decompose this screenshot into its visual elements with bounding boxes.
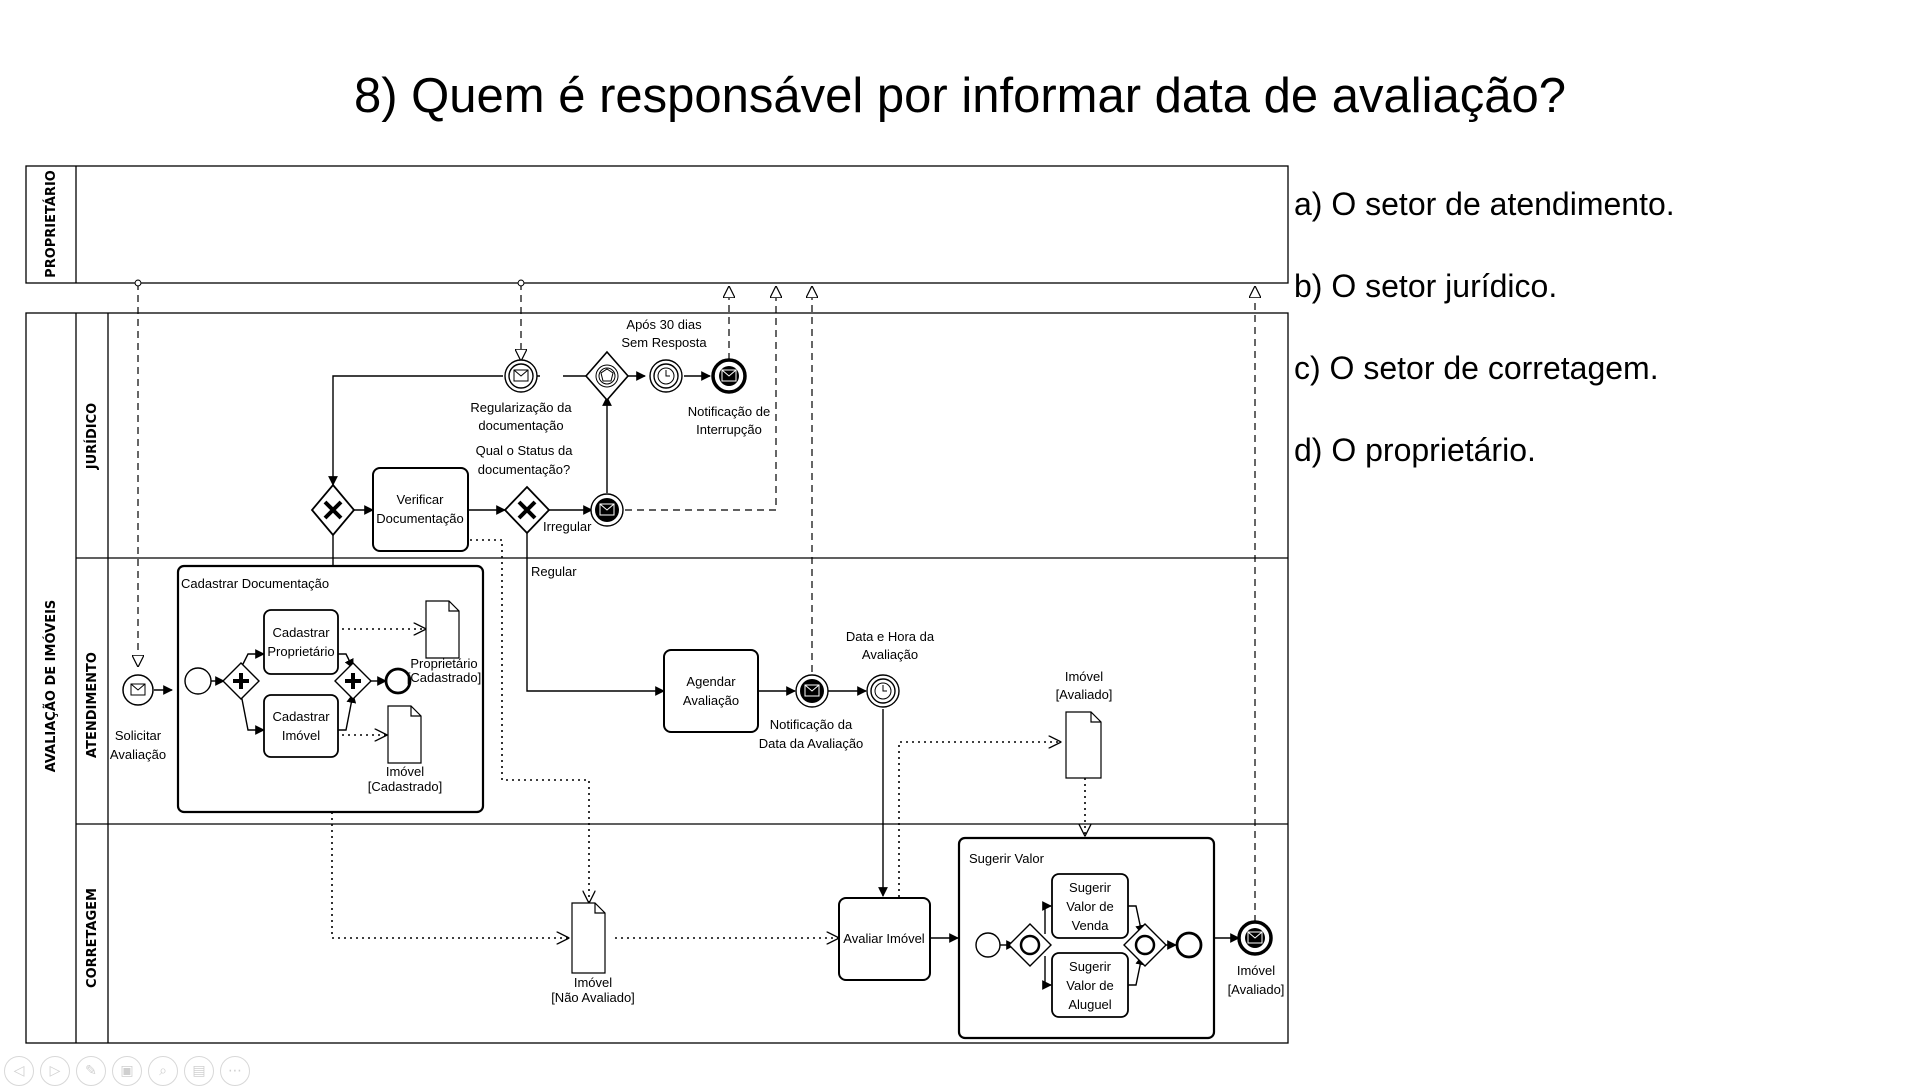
svg-text:Documentação: Documentação: [376, 511, 463, 526]
option-d: d) O proprietário.: [1294, 432, 1536, 468]
subprocess-cadastrar: [176, 564, 485, 814]
svg-text:Proprietário: Proprietário: [267, 644, 334, 659]
svg-text:Imóvel: Imóvel: [574, 975, 612, 990]
pen-icon[interactable]: ✎: [76, 1056, 106, 1086]
doc-imovel-avaliado-icon: [1065, 711, 1102, 779]
slideshow-toolbar: ◁ ▷ ✎ ▣ ⌕ ▤ ⋯: [4, 1056, 250, 1086]
inclusive-gateway-split: [1008, 923, 1052, 967]
start-event-label-1: Solicitar: [115, 728, 162, 743]
slide-title: 8) Quem é responsável por informar data …: [353, 69, 1567, 123]
svg-text:Regularização da: Regularização da: [470, 400, 572, 415]
lane-label-corretagem: CORRETAGEM: [85, 888, 100, 988]
bpmn-diagram: PROPRIETÁRIO AVALIAÇÃO DE IMÓVEIS JURÍDI…: [25, 165, 1289, 1044]
doc-proprietario-icon: [425, 600, 460, 659]
subprocess-sugerir-valor: [957, 836, 1216, 1040]
svg-text:Imóvel: Imóvel: [282, 728, 320, 743]
svg-text:[Avaliado]: [Avaliado]: [1056, 687, 1113, 702]
parallel-gateway-split: [222, 662, 260, 700]
svg-text:Cadastrar: Cadastrar: [272, 625, 330, 640]
subprocess-cadastrar-label: Cadastrar Documentação: [181, 576, 329, 591]
svg-text:Data e Hora da: Data e Hora da: [846, 629, 935, 644]
doc-imovel-cadastrado-icon: [387, 705, 422, 764]
svg-text:Sugerir: Sugerir: [1069, 880, 1112, 895]
svg-text:Valor de: Valor de: [1066, 978, 1113, 993]
timer-event-30-dias: [649, 359, 683, 393]
task-agendar-avaliacao: [663, 649, 759, 733]
answer-options: a) O setor de atendimento. b) O setor ju…: [1294, 182, 1675, 510]
gateway-question-1: Qual o Status da: [476, 443, 574, 458]
svg-text:[Cadastrado]: [Cadastrado]: [368, 779, 442, 794]
sugerir-end-event: [1175, 931, 1203, 959]
exclusive-gateway-status: [503, 485, 551, 535]
end-message-event-interrupcao: [711, 358, 747, 394]
pool-label-main: AVALIAÇÃO DE IMÓVEIS: [43, 600, 59, 773]
subtitle-icon[interactable]: ▤: [184, 1056, 214, 1086]
svg-text:Interrupção: Interrupção: [696, 422, 762, 437]
sub-end-event: [384, 667, 412, 695]
doc-imovel-nao-avaliado-icon: [571, 902, 606, 974]
task-cadastrar-proprietario: [263, 609, 339, 675]
pool-label-owner: PROPRIETÁRIO: [43, 170, 59, 278]
inclusive-gateway-join: [1123, 923, 1167, 967]
event-based-gateway: [584, 350, 630, 402]
more-icon[interactable]: ⋯: [220, 1056, 250, 1086]
lane-label-juridico: JURÍDICO: [84, 403, 100, 470]
throw-message-event-irregular: [590, 493, 624, 527]
svg-text:Sem Resposta: Sem Resposta: [621, 335, 707, 350]
catch-message-event-regularizacao: [504, 359, 538, 393]
parallel-gateway-join: [334, 662, 372, 700]
play-icon[interactable]: ▷: [40, 1056, 70, 1086]
option-c: c) O setor de corretagem.: [1294, 350, 1659, 386]
task-sugerir-valor-aluguel: [1051, 952, 1129, 1018]
svg-text:Aluguel: Aluguel: [1068, 997, 1111, 1012]
svg-text:Avaliação: Avaliação: [683, 693, 739, 708]
svg-text:Verificar: Verificar: [397, 492, 445, 507]
svg-text:Agendar: Agendar: [686, 674, 736, 689]
svg-text:Venda: Venda: [1072, 918, 1110, 933]
gateway-question-2: documentação?: [478, 462, 571, 477]
svg-text:Data da Avaliação: Data da Avaliação: [759, 736, 864, 751]
svg-text:Imóvel: Imóvel: [386, 764, 424, 779]
task-sugerir-valor-venda: [1051, 873, 1129, 939]
flow-label-irregular: Irregular: [543, 519, 592, 534]
slides-icon[interactable]: ▣: [112, 1056, 142, 1086]
svg-text:[Cadastrado]: [Cadastrado]: [407, 670, 481, 685]
end-message-event-imovel-avaliado: [1237, 920, 1273, 956]
svg-text:Notificação da: Notificação da: [770, 717, 853, 732]
subprocess-sugerir-label: Sugerir Valor: [969, 851, 1045, 866]
svg-text:[Não Avaliado]: [Não Avaliado]: [551, 990, 635, 1005]
task-avaliar-imovel: [838, 897, 931, 981]
svg-text:Cadastrar: Cadastrar: [272, 709, 330, 724]
svg-text:Imóvel: Imóvel: [1065, 669, 1103, 684]
sub-start-event: [184, 667, 212, 695]
throw-message-event-notificacao-data: [795, 674, 829, 708]
svg-text:Notificação de: Notificação de: [688, 404, 770, 419]
start-event-label-2: Avaliação: [110, 747, 166, 762]
pool-avaliacao: [25, 312, 1289, 1044]
svg-text:documentação: documentação: [478, 418, 563, 433]
svg-text:[Avaliado]: [Avaliado]: [1228, 982, 1285, 997]
svg-text:Imóvel: Imóvel: [1237, 963, 1275, 978]
task-cadastrar-imovel: [263, 694, 339, 758]
svg-text:Proprietário: Proprietário: [410, 656, 477, 671]
option-b: b) O setor jurídico.: [1294, 268, 1558, 304]
exclusive-gateway-merge: [310, 483, 356, 537]
svg-text:Avaliar Imóvel: Avaliar Imóvel: [843, 931, 925, 946]
start-message-event: [122, 674, 154, 706]
pool-proprietario: [25, 165, 1289, 284]
prev-icon[interactable]: ◁: [4, 1056, 34, 1086]
svg-text:Sugerir: Sugerir: [1069, 959, 1112, 974]
task-verificar-documentacao: [372, 467, 469, 552]
lane-label-atendimento: ATENDIMENTO: [85, 652, 100, 758]
svg-text:Após 30 dias: Após 30 dias: [626, 317, 702, 332]
sugerir-start-event: [975, 932, 1001, 958]
svg-text:Avaliação: Avaliação: [862, 647, 918, 662]
option-a: a) O setor de atendimento.: [1294, 186, 1675, 222]
svg-text:Valor de: Valor de: [1066, 899, 1113, 914]
zoom-icon[interactable]: ⌕: [148, 1056, 178, 1086]
flow-label-regular: Regular: [531, 564, 577, 579]
timer-event-data-hora: [866, 674, 900, 708]
